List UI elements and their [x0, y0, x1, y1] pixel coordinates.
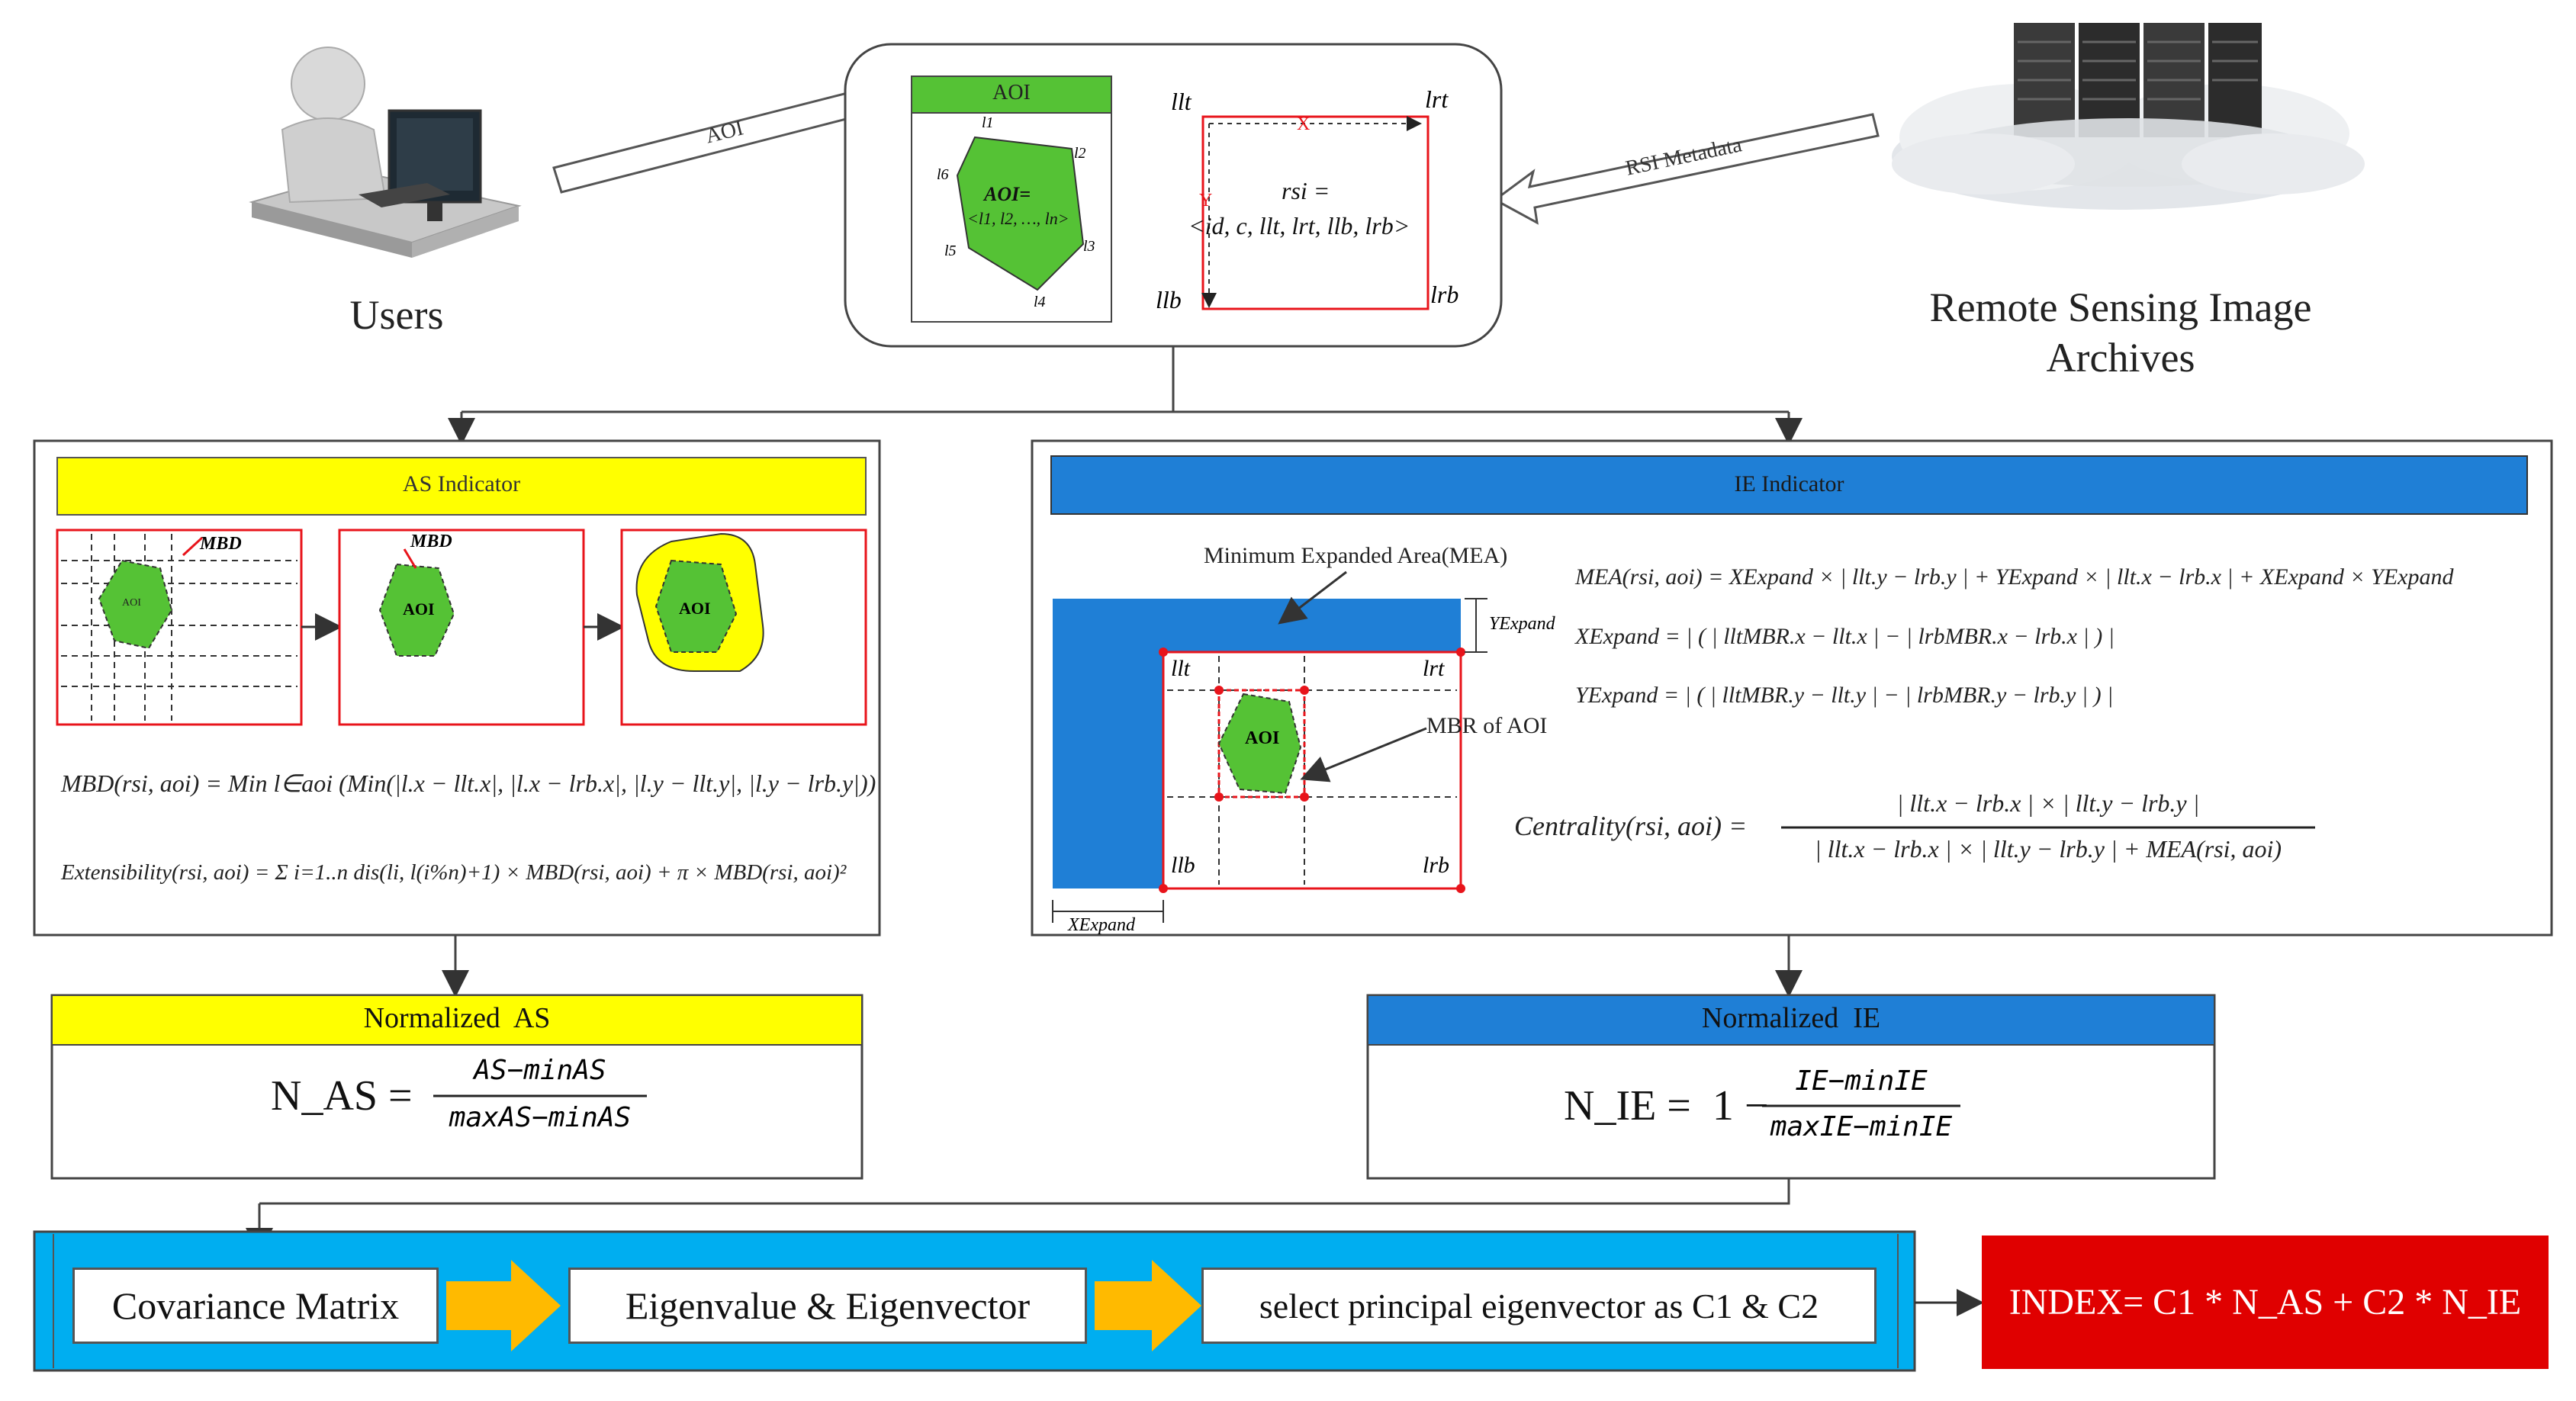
rsi-corner-lb: llb	[1156, 286, 1182, 313]
index-formula: INDEX= C1 * N_AS + C2 * N_IE	[2008, 1282, 2522, 1322]
rsi-formula-line1: rsi =	[1282, 177, 1330, 204]
ie-formula-xexpand: XExpand = | ( | lltMBR.x − llt.x | − | l…	[1575, 624, 2115, 649]
rsi-frame	[1201, 115, 1430, 310]
norm-as-den: maxAS−minAS	[449, 1102, 632, 1133]
step-eigen: Eigenvalue & Eigenvector	[568, 1268, 1087, 1344]
as-fig2-frame	[338, 529, 585, 726]
metadata-arrow	[1493, 113, 1880, 225]
ie-formula-yexpand: YExpand = | ( | lltMBR.y − llt.y | − | l…	[1575, 683, 2114, 708]
norm-as-title: Normalized AS	[363, 1002, 551, 1034]
ie-formula-mea: MEA(rsi, aoi) = XExpand × | llt.y − lrb.…	[1575, 564, 2454, 590]
rsi-corner-lt: llt	[1171, 88, 1192, 115]
as-indicator-title: AS Indicator	[402, 471, 521, 496]
norm-ie-num: IE−minIE	[1795, 1065, 1928, 1097]
centrality-lhs: Centrality(rsi, aoi) =	[1514, 811, 1748, 841]
aoi-formula-line1: AOI=	[984, 183, 1031, 205]
as-fig1-aoi-tag: AOI	[122, 597, 141, 609]
ie-corner-lb: llb	[1171, 853, 1195, 878]
archive-label-line1: Remote Sensing Image	[1929, 284, 2312, 330]
users-label: Users	[349, 292, 444, 338]
aoi-subpanel-title: AOI	[992, 81, 1031, 104]
ie-rsi-frame	[1162, 651, 1462, 890]
as-formula-extensibility: Extensibility(rsi, aoi) = Σ i=1..n dis(l…	[61, 860, 847, 885]
aoi-vertex-l1: l1	[982, 114, 994, 131]
aoi-vertex-l3: l3	[1083, 238, 1095, 255]
as-fig1-frame	[56, 529, 303, 726]
as-fig1-aoi	[98, 559, 173, 650]
norm-ie-title: Normalized IE	[1701, 1002, 1881, 1034]
norm-ie-header	[1367, 995, 2215, 1046]
aoi-vertex-l4: l4	[1034, 294, 1046, 310]
rsi-corner-rb: lrb	[1430, 281, 1459, 308]
as-formula-mbd: MBD(rsi, aoi) = Min l∈aoi (Min(|l.x − ll…	[61, 770, 876, 797]
as-fig1-mbd-tag: MBD	[200, 534, 242, 554]
norm-as-header	[51, 995, 863, 1046]
rsi-corner-rt: lrt	[1425, 85, 1449, 113]
as-fig2-aoi-tag: AOI	[403, 599, 435, 619]
as-fig2-aoi	[378, 563, 455, 657]
archive-label-line2: Archives	[2046, 335, 2195, 381]
ie-corner-rt: lrt	[1423, 656, 1445, 681]
centrality-numerator: | llt.x − lrb.x | × | llt.y − lrb.y |	[1896, 789, 2200, 817]
norm-as-lhs: N_AS =	[271, 1072, 413, 1120]
rsi-axis-x: X	[1297, 114, 1311, 134]
aoi-vertex-l2: l2	[1074, 145, 1086, 162]
aoi-formula-line2: <l1, l2, …, ln>	[967, 209, 1069, 228]
as-fig3-aoi	[654, 559, 738, 653]
mbr-label: MBR of AOI	[1426, 713, 1548, 738]
pipeline-arrow-2	[1095, 1260, 1201, 1351]
as-panel-header	[56, 457, 867, 516]
aoi-vertex-l6: l6	[937, 166, 949, 183]
user-computer-icon	[249, 47, 522, 258]
ie-aoi-tag: AOI	[1245, 728, 1280, 748]
ie-corner-lt: llt	[1171, 656, 1191, 681]
ie-y-expand: YExpand	[1489, 614, 1555, 634]
server-cloud-icon	[1892, 23, 2365, 210]
norm-as-num: AS−minAS	[474, 1055, 606, 1086]
pipeline-arrow-1	[446, 1260, 561, 1351]
as-fig3-aoi-tag: AOI	[679, 599, 711, 618]
step-covariance-matrix: Covariance Matrix	[72, 1268, 439, 1344]
as-fig2-mbd-tag: MBD	[410, 532, 452, 551]
mea-region-left	[1053, 599, 1163, 888]
ie-aoi-polygon	[1217, 692, 1302, 795]
aoi-vertex-l5: l5	[944, 243, 957, 259]
ie-panel-header	[1050, 455, 2528, 515]
rsi-formula-line2: <id, c, llt, lrt, llb, lrb>	[1188, 212, 1410, 239]
ie-x-expand: XExpand	[1068, 915, 1135, 935]
rsi-axis-y: Y	[1199, 191, 1213, 210]
norm-ie-lhs: N_IE = 1 −	[1564, 1082, 1769, 1129]
centrality-denominator: | llt.x − lrb.x | × | llt.y − lrb.y | + …	[1814, 835, 2282, 863]
step-select-principal: select principal eigenvector as C1 & C2	[1201, 1268, 1877, 1344]
index-box	[1982, 1236, 2549, 1369]
mea-label: Minimum Expanded Area(MEA)	[1204, 543, 1508, 568]
norm-ie-den: maxIE−minIE	[1770, 1111, 1953, 1142]
aoi-polygon	[956, 136, 1085, 291]
ie-corner-rb: lrb	[1423, 853, 1450, 878]
aoi-subpanel-header	[911, 76, 1112, 114]
ie-indicator-title: IE Indicator	[1734, 471, 1844, 496]
